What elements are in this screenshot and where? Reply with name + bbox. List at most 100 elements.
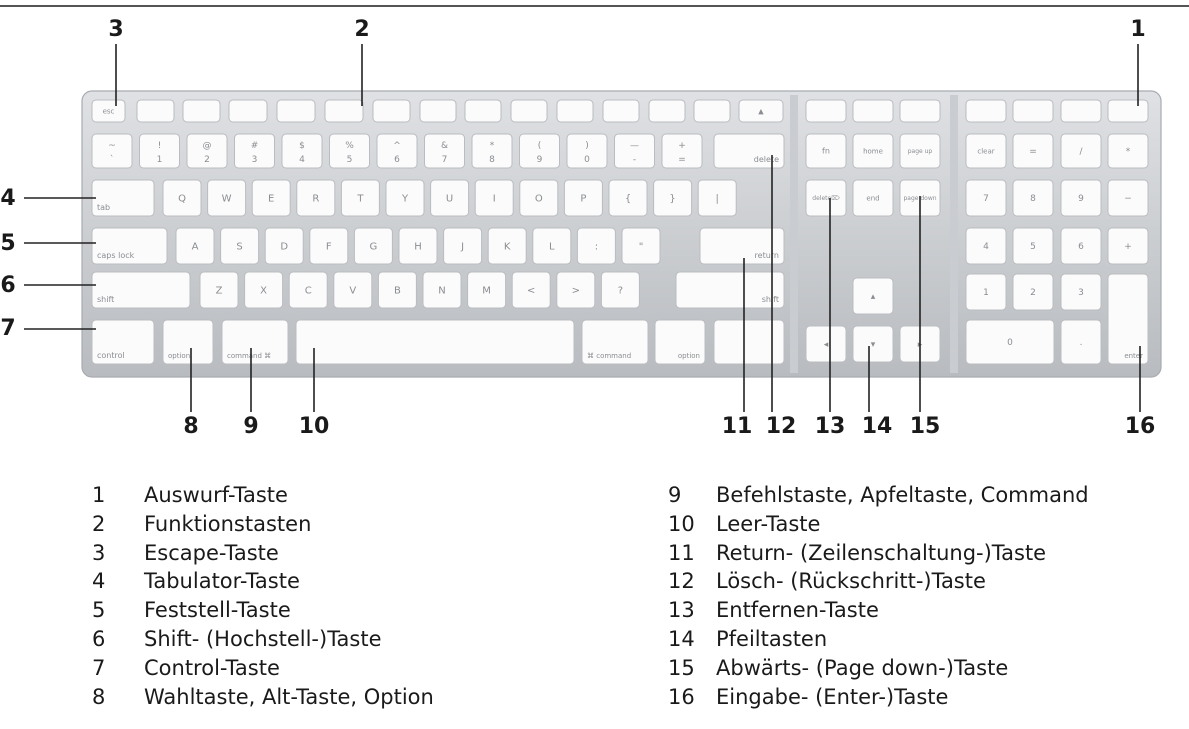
pad-dot-key-label: . — [1080, 338, 1083, 348]
pad-divide-key-label: / — [1079, 147, 1083, 157]
function-key-12-cap — [648, 99, 686, 123]
number-key-5-upper: $ — [299, 141, 305, 151]
pad-equals-key-cap — [1012, 133, 1054, 169]
pad-2-key: 2 — [1012, 273, 1054, 311]
function-key-8-cap — [464, 99, 502, 123]
legend-label: Auswurf-Taste — [144, 483, 288, 507]
legend-label: Escape-Taste — [144, 540, 279, 565]
function-key-pad-3-cap — [1107, 99, 1149, 123]
caps-lock-key-label: caps lock — [97, 251, 135, 260]
number-key-11-cap — [566, 133, 608, 169]
number-key-12-cap — [614, 133, 655, 169]
letter-key-a-1-label: S — [236, 241, 242, 252]
pad-4-key-label: 4 — [983, 242, 989, 252]
function-key-pad-0-cap — [965, 99, 1007, 123]
option-key-left-cap — [162, 319, 214, 365]
number-key-8-lower: 7 — [442, 155, 448, 165]
function-key-3-cap — [228, 99, 268, 123]
home-key-label: home — [863, 147, 883, 155]
arrow-down-key-cap — [852, 325, 894, 363]
control-key-label: control — [97, 351, 125, 360]
pad-plus-key: + — [1107, 227, 1149, 265]
shift-key-right: shift — [675, 271, 785, 309]
letter-key-a-8-cap — [532, 227, 572, 265]
callout-number-2: 2 — [354, 17, 369, 42]
letter-key-R-label: R — [312, 193, 319, 204]
letter-key-z-2-cap — [288, 271, 328, 309]
shift-key-right-label: shift — [762, 295, 779, 304]
number-key-9-upper: * — [490, 141, 495, 151]
number-key-7-upper: ^ — [393, 141, 401, 151]
letter-key-a-4-label: G — [370, 241, 378, 252]
enter-key: enter — [1107, 273, 1149, 365]
letter-key-W-label: W — [222, 193, 232, 204]
home-key-cap — [852, 133, 894, 169]
letter-key-a-7-cap — [487, 227, 527, 265]
pad-6-key-label: 6 — [1078, 242, 1084, 252]
number-key-2-lower: 1 — [157, 155, 163, 165]
pad-minus-key: − — [1107, 179, 1149, 217]
letter-key-Y: Y — [385, 179, 425, 217]
letter-key-a-9-cap — [576, 227, 616, 265]
pad-8-key-cap — [1012, 179, 1054, 217]
letter-key-z-3: V — [333, 271, 373, 309]
letter-key-O-cap — [519, 179, 559, 217]
legend-number: 6 — [92, 627, 106, 651]
letter-key-z-6: M — [467, 271, 507, 309]
callout-number-13: 13 — [815, 414, 846, 439]
arrow-down-key-label: ▾ — [871, 340, 876, 350]
pad-divide-key: / — [1060, 133, 1102, 169]
number-key-2-upper: ! — [158, 141, 162, 151]
letter-key-Q-cap — [162, 179, 202, 217]
end-key: end — [852, 179, 894, 217]
legend-number: 7 — [92, 655, 106, 680]
caps-lock-key: caps lock — [91, 227, 168, 265]
end-key-label: end — [866, 194, 879, 202]
eject-key: ▲ — [738, 99, 784, 123]
letter-key-Q-label: Q — [178, 193, 186, 204]
tab-key-label: tab — [97, 203, 110, 212]
callout-number-14: 14 — [862, 414, 893, 439]
number-key-3 — [186, 133, 228, 169]
letter-key-}-cap — [653, 179, 693, 217]
number-key-10-upper: ( — [538, 141, 542, 151]
shift-key-left-cap — [91, 271, 191, 309]
number-key-6-lower: 5 — [347, 155, 353, 165]
clear-key-cap — [965, 133, 1007, 169]
letter-key-a-6-label: J — [460, 241, 464, 252]
function-key-7 — [419, 99, 457, 123]
pad-multiply-key-label: * — [1126, 147, 1131, 157]
letter-key-P: P — [563, 179, 603, 217]
callout-number-7: 7 — [0, 316, 15, 341]
function-key-nav-2-cap — [899, 99, 941, 123]
letter-key-z-9: ? — [600, 271, 640, 309]
callout-number-12: 12 — [766, 414, 797, 439]
legend-label: Return- (Zeilenschaltung-)Taste — [716, 540, 1047, 565]
arrow-up-key-cap — [852, 277, 894, 315]
pad-dot-key-cap — [1060, 319, 1102, 365]
letter-key-a-10-label: " — [639, 241, 644, 252]
letter-key-z-0: Z — [199, 271, 239, 309]
letter-key-E-label: E — [268, 193, 274, 204]
function-key-12 — [648, 99, 686, 123]
letter-key-W-cap — [207, 179, 247, 217]
number-key-7-cap — [376, 133, 418, 169]
function-key-nav-2 — [899, 99, 941, 123]
letter-key-I-label: I — [493, 193, 496, 204]
top-border-line — [0, 5, 1189, 7]
letter-key-P-label: P — [580, 193, 586, 204]
pad-5-key: 5 — [1012, 227, 1054, 265]
letter-key-z-3-cap — [333, 271, 373, 309]
function-key-pad-1 — [1012, 99, 1054, 123]
letter-key-z-2-label: C — [305, 285, 312, 296]
number-key-6-cap — [329, 133, 370, 169]
letter-key-{: { — [608, 179, 648, 217]
letter-key-a-3: F — [309, 227, 349, 265]
number-key-13-lower: = — [678, 155, 686, 165]
number-key-3-upper: @ — [203, 141, 212, 151]
